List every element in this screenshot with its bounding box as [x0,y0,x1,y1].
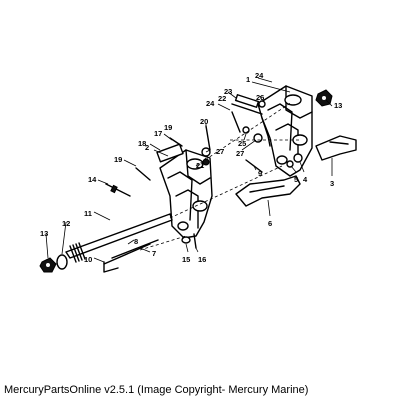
callout-1: 1 [246,75,250,84]
nut-13-left [39,257,57,273]
callout-19b: 19 [164,123,172,132]
callout-13-left: 13 [40,229,48,238]
rod-7 [111,239,159,259]
bolt-14-head [110,184,118,194]
bolt-24a [231,111,241,133]
washer-26 [258,100,266,108]
washer-15 [181,236,191,244]
callout-6: 6 [268,219,272,228]
callout-14: 14 [88,175,97,184]
callout-8: 8 [134,237,138,246]
leader-lines [45,77,333,263]
callout-21: 21 [196,161,204,170]
callout-24-mid: 24 [206,99,215,108]
exploded-parts-diagram: 1 2 3 4 5 6 7 8 9 10 11 12 13 13 14 15 1… [39,71,357,273]
screw-19 [135,167,151,181]
callout-27-right: 27 [236,149,244,158]
tilt-tube [65,213,173,263]
callout-2: 2 [145,143,149,152]
plate-18 [156,143,184,163]
bushing-4 [293,153,303,163]
callout-20: 20 [200,117,208,126]
tilt-lever [315,135,357,161]
bushing-5 [286,160,294,168]
rod-8 [103,243,151,265]
l-rod [103,261,119,273]
callout-27-left: 27 [216,147,224,156]
callout-23: 23 [224,87,232,96]
copyright-footer: MercuryPartsOnline v2.5.1 (Image Copyrig… [4,384,309,396]
tilt-stop-handle [235,175,301,207]
callout-11: 11 [84,209,92,218]
bracket-right [257,85,313,177]
callout-25: 25 [238,139,246,148]
callout-19: 19 [114,155,122,164]
callout-10: 10 [84,255,92,264]
washer-25 [242,126,250,134]
callout-22: 22 [218,94,226,103]
bolt-22 [231,103,263,115]
callout-17: 17 [154,129,162,138]
callout-15: 15 [182,255,190,264]
callout-16: 16 [198,255,206,264]
screw-16 [193,233,197,249]
callout-24-top: 24 [255,71,264,80]
bolt-20 [205,125,211,151]
callout-5: 5 [294,175,298,184]
callout-12: 12 [62,219,70,228]
callout-18: 18 [138,139,146,148]
callout-13-right: 13 [334,101,342,110]
callout-26: 26 [256,93,264,102]
callout-3: 3 [330,179,334,188]
spacer-23 [234,94,260,108]
callout-7: 7 [152,249,156,258]
callout-4: 4 [303,175,308,184]
bracket-left [159,149,213,239]
callout-9: 9 [258,169,262,178]
washer-12 [56,254,68,270]
bolt-14 [105,183,131,197]
